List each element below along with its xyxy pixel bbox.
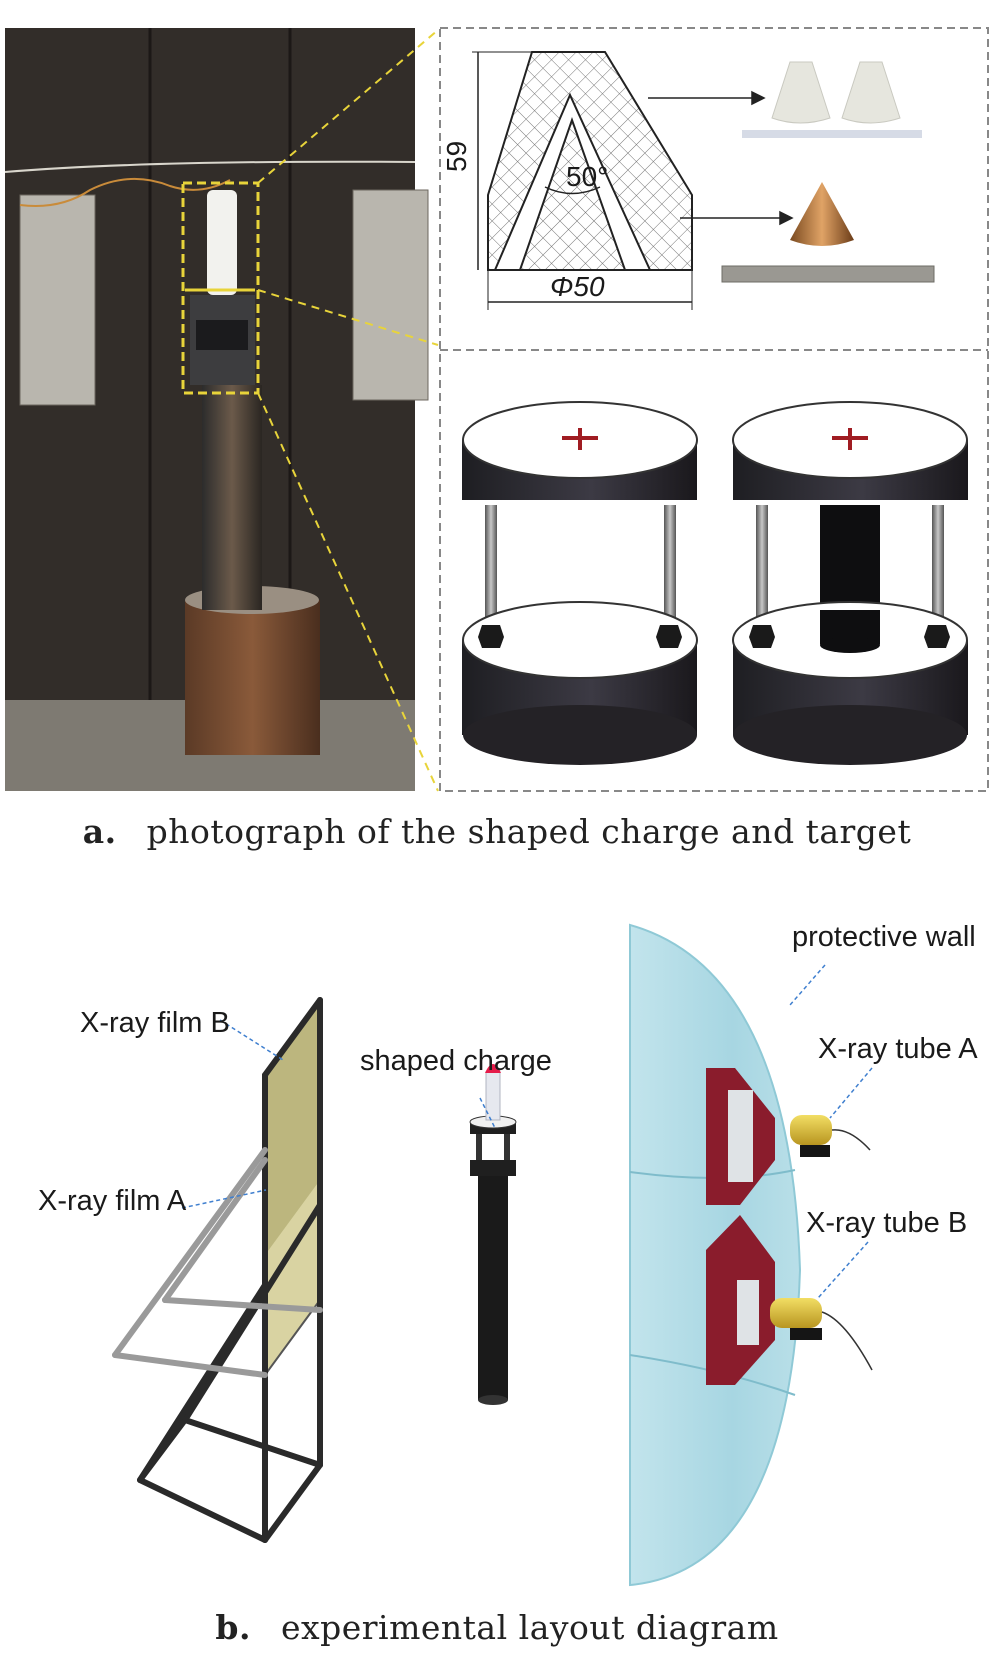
charge-stand bbox=[469, 1064, 517, 1405]
caption-a-letter: a. bbox=[82, 812, 117, 851]
xray-film-a-label: X-ray film A bbox=[38, 1185, 187, 1217]
label-leaders bbox=[181, 964, 873, 1299]
caption-b-letter: b. bbox=[215, 1608, 251, 1647]
xray-tube-b-label: X-ray tube B bbox=[806, 1207, 967, 1239]
xray-tube-b bbox=[770, 1298, 873, 1371]
explosive-shell-photo bbox=[742, 61, 922, 138]
zoom-connector-lines bbox=[257, 29, 439, 792]
film-stand bbox=[112, 996, 323, 1543]
window-frame-upper bbox=[706, 1068, 775, 1205]
window-frame-lower bbox=[706, 1215, 775, 1385]
component-arrows bbox=[648, 90, 794, 226]
target-assembly-with-target bbox=[732, 401, 968, 765]
target-assembly-empty bbox=[462, 401, 698, 765]
drawing-frame bbox=[439, 27, 989, 792]
cone-angle-label: 50° bbox=[566, 161, 608, 192]
charge-cross-section bbox=[472, 51, 693, 310]
shaped-charge-label: shaped charge bbox=[360, 1045, 552, 1077]
caption-b: b. experimental layout diagram bbox=[0, 1608, 994, 1647]
xray-tube-a-label: X-ray tube A bbox=[818, 1033, 978, 1065]
caption-b-text: experimental layout diagram bbox=[280, 1608, 779, 1647]
xray-tube-a bbox=[790, 1115, 871, 1157]
xray-film-b-label: X-ray film B bbox=[80, 1007, 230, 1039]
height-dimension-label: 59 bbox=[441, 141, 472, 172]
caption-a-text: photograph of the shaped charge and targ… bbox=[146, 812, 912, 851]
diameter-dimension-label: Φ50 bbox=[550, 271, 605, 302]
copper-liner-photo bbox=[721, 182, 935, 283]
protective-wall-label: protective wall bbox=[792, 921, 976, 953]
test-site-photo bbox=[4, 28, 428, 791]
caption-a: a. photograph of the shaped charge and ta… bbox=[0, 812, 994, 851]
